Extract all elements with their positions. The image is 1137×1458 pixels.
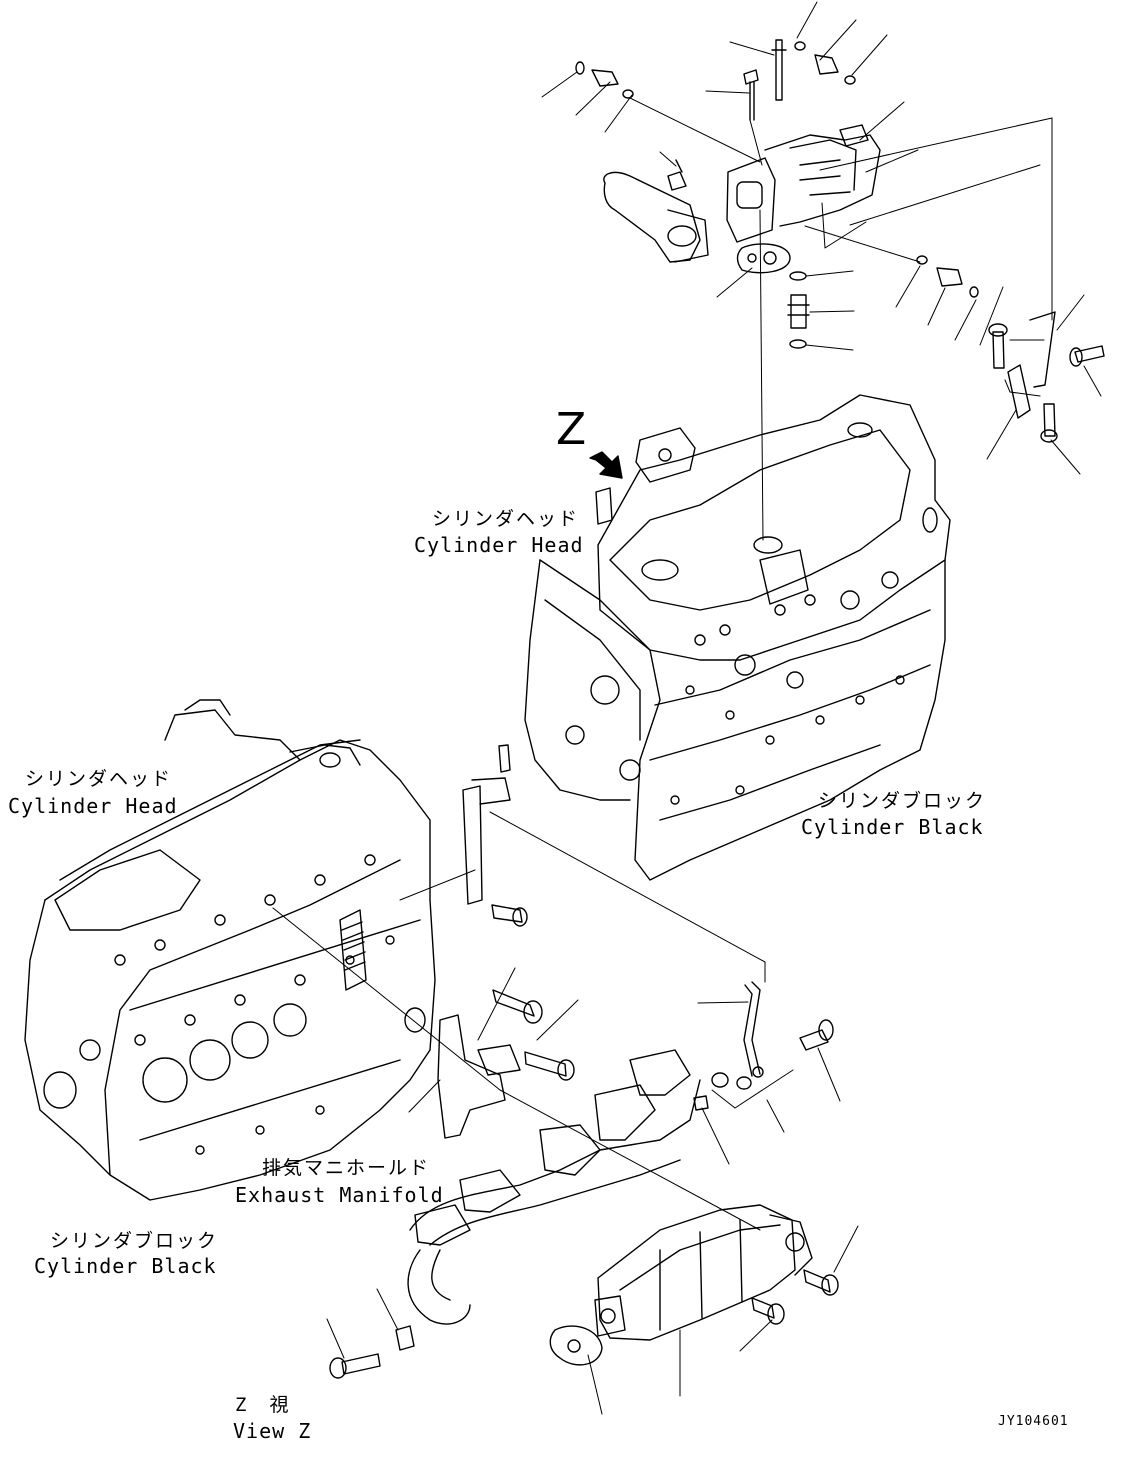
- exhaust-manifold: [408, 1050, 700, 1324]
- leader-lines: [273, 2, 1101, 1414]
- view-z-letter: Z: [556, 404, 587, 455]
- upper-cylinder-block-label-en: Cylinder Black: [801, 815, 984, 839]
- upper-cylinder-head-label-jp: シリンダヘッド: [432, 508, 580, 530]
- upper-cylinder-head-label-en: Cylinder Head: [414, 533, 584, 557]
- manifold-bracket: [438, 745, 574, 1138]
- egr-valve-assembly: [727, 125, 880, 242]
- exhaust-manifold-label-en: Exhaust Manifold: [235, 1183, 444, 1207]
- egr-cooler: [550, 1205, 812, 1365]
- drawing-code: JY104601: [998, 1414, 1069, 1429]
- lower-cylinder-head-label-jp: シリンダヘッド: [25, 768, 173, 790]
- lower-cylinder-block-label-jp: シリンダブロック: [50, 1230, 219, 1252]
- view-z-label-jp: Z 視: [235, 1394, 291, 1416]
- view-z-arrow: [590, 452, 622, 478]
- water-elbow: [604, 172, 708, 262]
- lower-cylinder-head-label-en: Cylinder Head: [8, 794, 178, 818]
- egr-tube-and-bolts: [330, 982, 838, 1378]
- upper-engine-block: [525, 395, 950, 880]
- lower-cylinder-block-label-en: Cylinder Black: [34, 1254, 217, 1278]
- egr-small-parts: [576, 40, 1104, 442]
- upper-cylinder-block-label-jp: シリンダブロック: [818, 790, 987, 812]
- view-z-label-en: View Z: [233, 1419, 312, 1443]
- lower-engine-block: [25, 700, 435, 1200]
- exhaust-manifold-label-jp: 排気マニホールド: [262, 1157, 431, 1179]
